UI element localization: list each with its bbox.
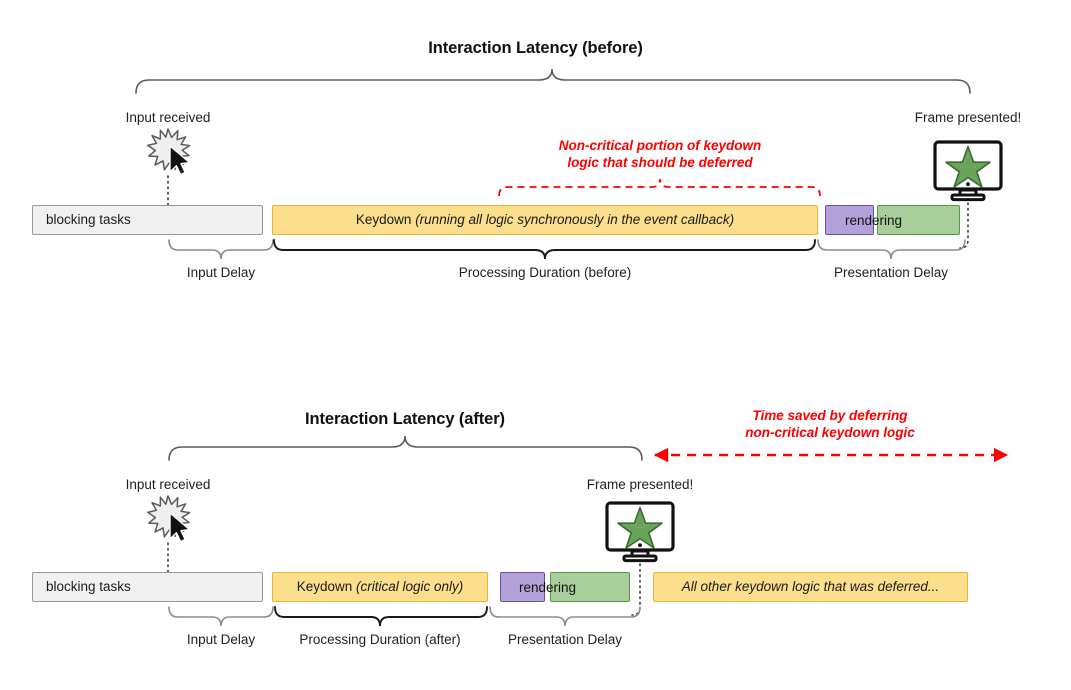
monitor-star-icon: [933, 140, 1003, 202]
bar-label-prefix: Keydown: [355, 212, 416, 228]
bar-label: Keydown (critical logic only): [297, 580, 464, 594]
bar-label-emphasis: (critical logic only): [356, 579, 464, 595]
brace-presentation-delay-before: [817, 239, 966, 260]
bar-label-prefix: Keydown: [296, 579, 356, 595]
phase-label-input-delay-before: Input Delay: [186, 265, 256, 280]
label-frame-presented-before: Frame presented!: [914, 110, 1022, 125]
bar-label: blocking tasks: [46, 212, 131, 228]
input-burst-icon: [147, 495, 191, 543]
bar-label-emphasis: (running all logic synchronously in the …: [415, 212, 735, 228]
bar-label-rendering-after: rendering: [519, 580, 577, 595]
input-burst-icon: [147, 128, 191, 176]
bar-deferred-keydown-logic[interactable]: All other keydown logic that was deferre…: [653, 572, 968, 602]
page-title-after: Interaction Latency (after): [305, 410, 505, 428]
phase-label-processing-duration-after: Processing Duration (after): [299, 632, 461, 647]
bar-rendering-green-before[interactable]: [877, 205, 960, 235]
annotation-time-saved: Time saved by deferring non-critical key…: [645, 408, 1015, 442]
label-frame-presented-after: Frame presented!: [586, 477, 694, 492]
page-title-before: Interaction Latency (before): [428, 39, 643, 57]
annotation-line-2: non-critical keydown logic: [745, 424, 915, 440]
bar-label: All other keydown logic that was deferre…: [681, 579, 940, 595]
brace-processing-duration-after: [274, 606, 488, 627]
brace-input-delay-before: [168, 239, 274, 260]
label-input-received-after: Input received: [125, 477, 211, 492]
annotation-line-2: logic that should be deferred: [567, 154, 753, 170]
phase-label-presentation-delay-after: Presentation Delay: [507, 632, 623, 647]
bar-label: blocking tasks: [46, 579, 131, 595]
brace-processing-duration-before: [273, 239, 816, 260]
bar-blocking-tasks-before[interactable]: blocking tasks: [32, 205, 263, 235]
bar-rendering-green-after[interactable]: [550, 572, 630, 602]
brace-interaction-latency-after: [168, 435, 643, 461]
bar-rendering-purple-before[interactable]: [825, 205, 874, 235]
brace-interaction-latency-before: [135, 68, 971, 94]
bar-keydown-after[interactable]: Keydown (critical logic only): [272, 572, 488, 602]
brace-input-delay-after: [168, 606, 274, 627]
bar-rendering-purple-after[interactable]: [500, 572, 545, 602]
annotation-line-1: Non-critical portion of keydown: [558, 138, 762, 153]
brace-presentation-delay-after: [489, 606, 641, 627]
bar-label: Keydown (running all logic synchronously…: [356, 213, 734, 227]
bar-blocking-tasks-after[interactable]: blocking tasks: [32, 572, 263, 602]
label-input-received-before: Input received: [125, 110, 211, 125]
annotation-noncritical-keydown: Non-critical portion of keydown logic th…: [470, 138, 850, 172]
bar-keydown-before[interactable]: Keydown (running all logic synchronously…: [272, 205, 818, 235]
dotted-connector-frame-after: [631, 563, 641, 616]
phase-label-presentation-delay-before: Presentation Delay: [833, 265, 949, 280]
monitor-star-icon: [605, 501, 675, 563]
phase-label-input-delay-after: Input Delay: [186, 632, 256, 647]
phase-label-processing-duration-before: Processing Duration (before): [458, 265, 632, 280]
bar-label-rendering-before: rendering: [845, 213, 903, 228]
dotted-connector-frame-before: [959, 202, 969, 249]
annotation-line-1: Time saved by deferring: [752, 408, 908, 423]
red-dashed-brace-noncritical: [498, 178, 821, 197]
